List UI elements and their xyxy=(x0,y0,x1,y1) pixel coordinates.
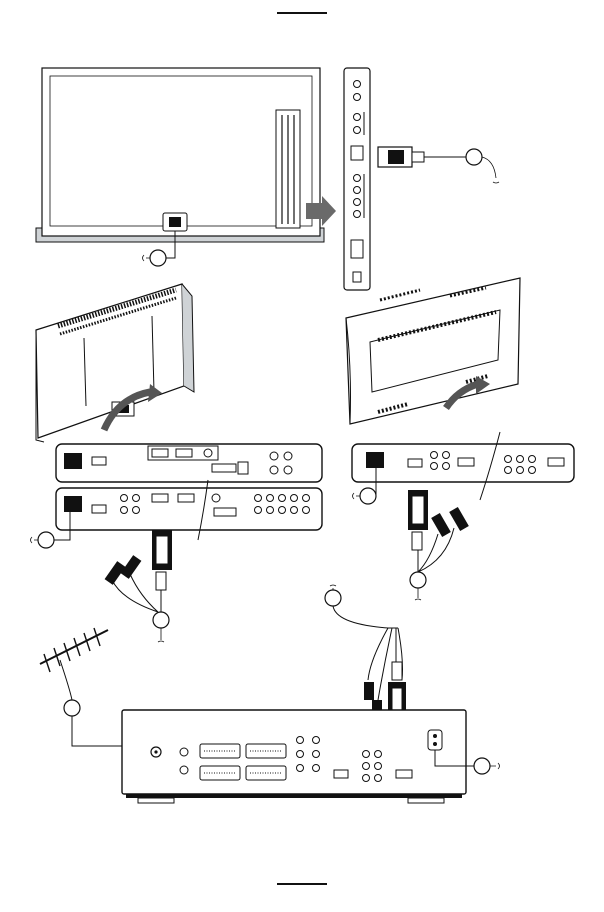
vcr-rear xyxy=(122,710,466,803)
right-connector-panel xyxy=(352,444,574,482)
crt-tv-rear xyxy=(36,284,194,442)
left-connector-panel-lower xyxy=(56,488,322,530)
left-connector-panel-upper xyxy=(56,444,322,482)
bottom-page-rule xyxy=(277,883,327,885)
compact-tv-rear xyxy=(346,278,520,424)
flat-tv-rear xyxy=(36,68,324,258)
pc-cable-top xyxy=(378,147,499,183)
top-page-rule xyxy=(277,12,327,14)
mains-plug-top xyxy=(143,250,167,266)
av-cable-vcr xyxy=(325,585,406,722)
side-connector-strip xyxy=(344,68,370,290)
